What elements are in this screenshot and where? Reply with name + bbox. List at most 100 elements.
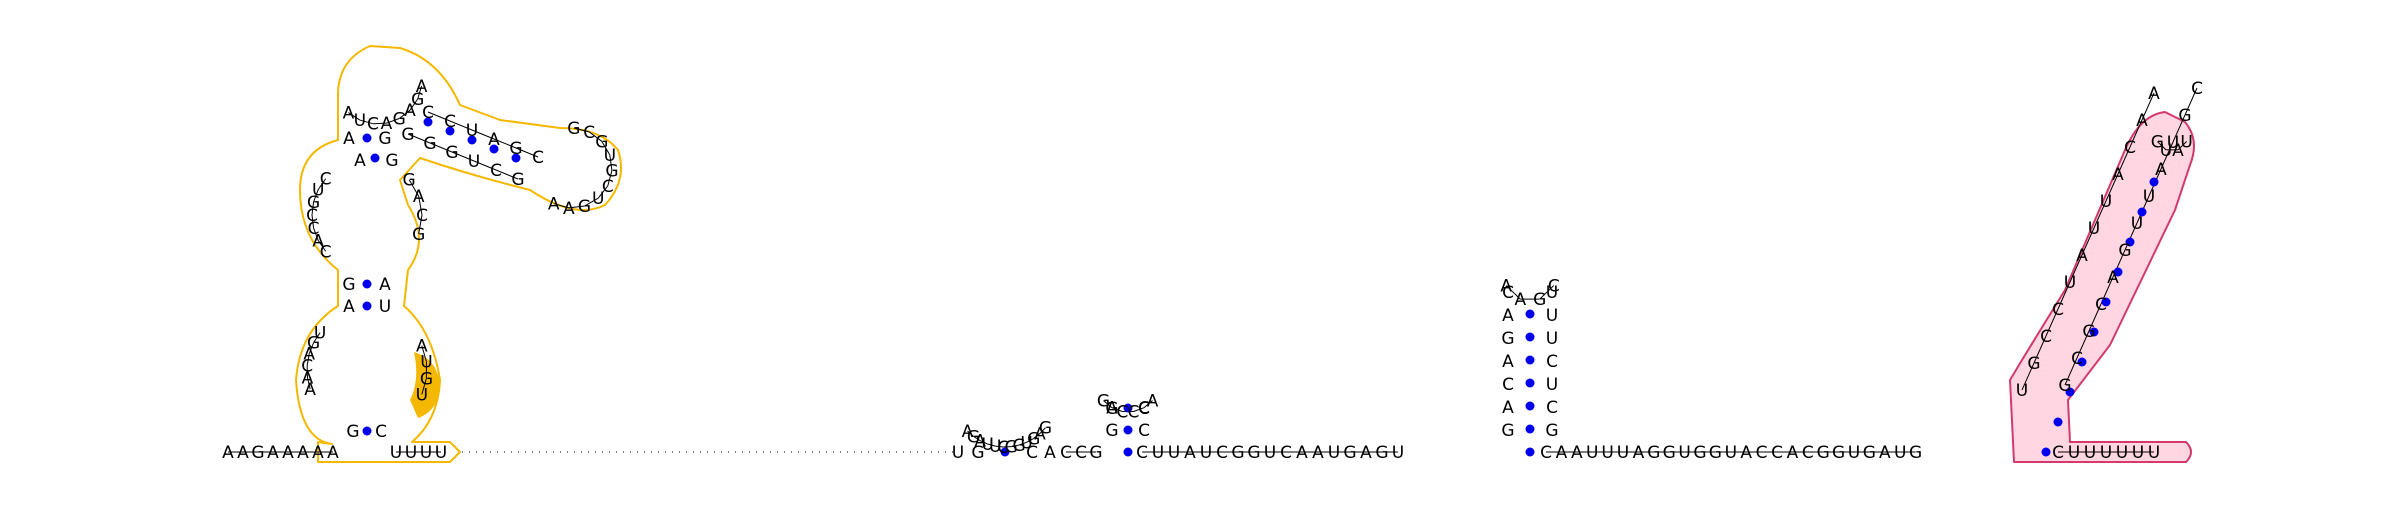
nucleotide: U [1586,443,1598,463]
nucleotide: U [592,189,604,209]
nucleotide: U [1020,433,1032,453]
nucleotide: G [401,125,414,145]
nucleotide: U [2131,214,2143,234]
backbone-link [1011,444,1020,448]
backbone-lines [228,85,2198,453]
nucleotide: G [605,162,618,182]
nucleotide: C [306,206,318,226]
nucleotide: U [466,121,478,141]
base-pair-dot [362,133,372,143]
nucleotide: A [2136,111,2148,131]
base-pair-dot [2101,297,2111,307]
nucleotide: G [1663,443,1676,463]
nucleotide: G [307,334,320,354]
base-pair-dot [1123,447,1133,457]
nucleotide: U [405,443,417,463]
backbone-link [987,443,996,447]
nucleotide: U [390,443,402,463]
backbone-link [2105,173,2119,202]
nucleotide: C [1771,443,1783,463]
nucleotide: C [375,422,387,442]
nucleotide: U [1546,283,1558,303]
backbone-link [573,127,590,133]
nucleotide: G [385,151,398,171]
base-pair-dot [1525,447,1535,457]
nucleotide: C [1075,443,1087,463]
nucleotide: A [1147,392,1159,412]
nucleotide: C [2071,349,2083,369]
backbone-link [2117,146,2131,175]
nucleotide: A [304,380,316,400]
nucleotide: G [1375,443,1388,463]
nucleotide: G [1693,443,1706,463]
nucleotide: A [1571,443,1583,463]
backbone-link [1143,400,1153,409]
nucleotide: A [488,130,500,150]
nucleotide: G [307,193,320,213]
base-pair-dot [489,144,499,154]
backbone-link [1103,400,1113,409]
base-pair-dot [423,117,433,127]
nucleotide: C [416,206,428,226]
backbone-link [398,109,411,119]
backbone-link [372,122,387,125]
nucleotide: U [1168,443,1180,463]
nucleotide: U [1264,443,1276,463]
nucleotide: A [1633,443,1645,463]
nucleotide: A [327,443,339,463]
nucleotide: C [2191,79,2203,99]
nucleotide: U [2132,443,2144,463]
nucleotide: U [2100,192,2112,212]
nucleotide: G [1545,421,1558,441]
nucleotide: A [974,432,986,452]
nucleotide: U [379,297,391,317]
nucleotide: A [282,443,294,463]
base-pair-dot [467,135,477,145]
nucleotide: G [411,90,424,110]
nucleotide: C [1128,403,1140,423]
nucleotide: A [1360,443,1372,463]
nucleotide: G [967,427,980,447]
nucleotide: U [1848,443,1860,463]
base-pair-dot [2065,387,2075,397]
backbone-link [1039,427,1046,434]
nucleotide: A [1312,443,1324,463]
nucleotide: U [420,353,432,373]
nucleotide: C [1060,443,1072,463]
nucleotide: A [2107,268,2119,288]
base-pair-dot [2113,267,2123,277]
nucleotide: C [1546,352,1558,372]
nucleotide: C [583,123,595,143]
nucleotide: G [971,443,984,463]
nucleotide: G [1647,443,1660,463]
backbone-link [1111,407,1123,412]
nucleotide: A [962,422,974,442]
nucleotide: C [1548,277,1560,297]
base-pair-dot [362,426,372,436]
nucleotide: U [468,152,480,172]
nucleotide: A [354,151,366,171]
backbone-link [973,435,981,442]
nucleotide: G [1247,443,1260,463]
backbone-link [2124,222,2138,251]
backbone-link [1505,285,1521,300]
nucleotide: G [1013,436,1026,456]
nucleotide: U [312,181,324,201]
nucleotide: A [267,443,279,463]
nucleotide: U [1894,443,1906,463]
nucleotide: C [1138,399,1150,419]
backbone-link [2057,281,2071,310]
nucleotide: U [1601,443,1613,463]
nucleotide: C [422,103,434,123]
backbone-link [417,85,423,100]
backbone-link [2129,119,2143,148]
nucleotide: C [1802,443,1814,463]
nucleotide: G [1089,443,1102,463]
nucleotide: C [1026,443,1038,463]
nucleotide: G [1909,443,1922,463]
base-pair-dot [1525,355,1535,365]
nucleotide: G [423,134,436,154]
nucleotide: C [2124,138,2136,158]
base-pair-dot [1123,425,1133,435]
